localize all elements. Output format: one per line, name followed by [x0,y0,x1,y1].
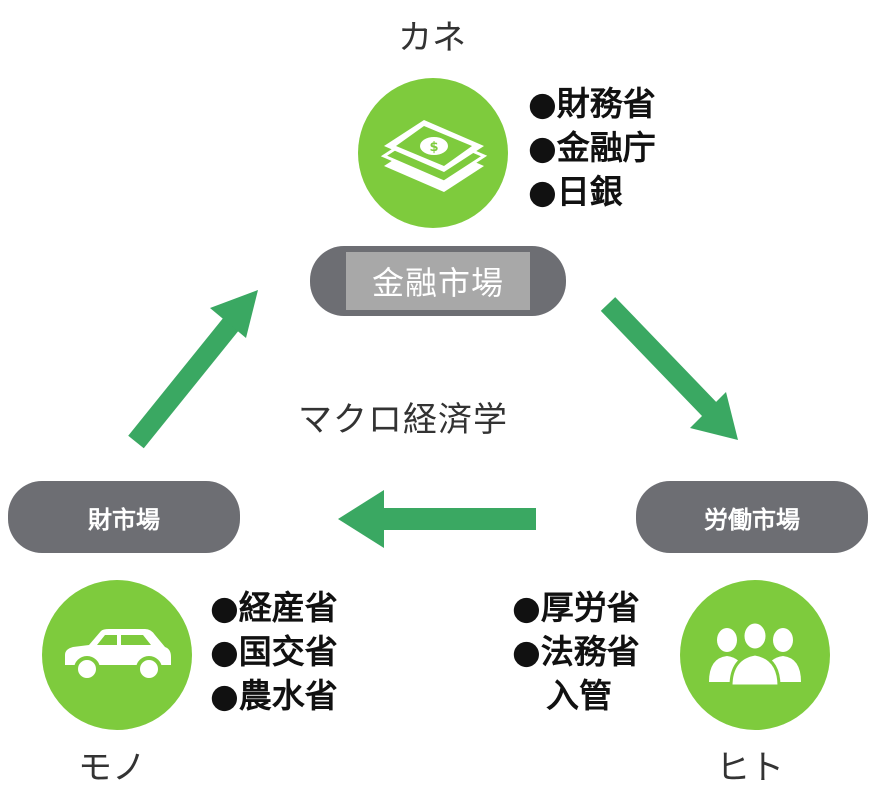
ministry-item: ●金融庁 [528,128,656,167]
center-title: マクロ経済学 [298,400,508,440]
node-label-money: カネ [398,18,466,58]
money-stack-icon: $ [380,120,488,192]
ministry-item: 入管 [546,676,612,715]
node-label-people: ヒト [716,748,784,788]
ministry-item: ●農水省 [210,676,338,715]
car-icon [65,629,171,682]
ministry-item: ●日銀 [528,172,623,211]
svg-text:$: $ [429,140,438,155]
ministry-item: ●法務省 [512,632,640,671]
ministry-item: ●経産省 [210,588,338,627]
market-goods: 財市場 [8,481,240,553]
market-financial-label: 金融市場 [345,252,530,310]
ministry-item: ●国交省 [210,632,338,671]
goods-circle [42,580,192,730]
money-ministries: ●財務省 ●金融庁 ●日銀 [528,82,656,214]
market-labor-label: 労働市場 [704,505,800,534]
people-circle [680,580,830,730]
market-financial: 金融市場 [310,246,566,316]
ministry-item: ●財務省 [528,84,656,123]
node-label-goods: モノ [78,748,146,788]
money-circle: $ [358,78,508,228]
market-labor: 労働市場 [636,481,868,553]
ministry-item: ●厚労省 [512,588,640,627]
market-goods-label: 財市場 [88,505,160,534]
people-ministries: ●厚労省 ●法務省 入管 [512,586,640,718]
people-icon [709,620,801,688]
goods-ministries: ●経産省 ●国交省 ●農水省 [210,586,338,718]
